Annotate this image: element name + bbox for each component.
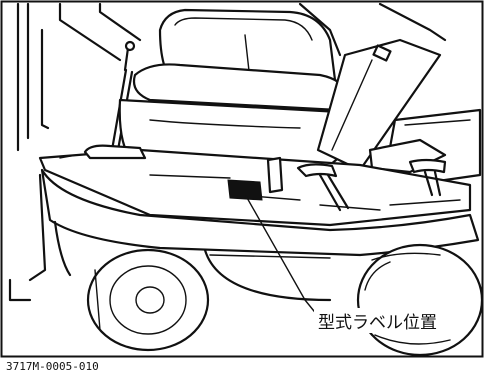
brake-pedal bbox=[266, 156, 350, 212]
front-wheel bbox=[86, 248, 210, 352]
cab-frame-left bbox=[8, 2, 50, 302]
lower-skirt bbox=[28, 173, 332, 302]
accelerator-pedal bbox=[408, 158, 447, 197]
label-position-marker bbox=[227, 179, 263, 201]
figure-code: 3717M-0005-010 bbox=[6, 360, 99, 373]
frame-border bbox=[0, 0, 484, 358]
leader-line bbox=[245, 195, 319, 317]
callout-label: 型式ラベル位置 bbox=[314, 308, 441, 333]
pedal-left bbox=[83, 144, 147, 160]
body-shell bbox=[40, 168, 480, 257]
rear-wheel bbox=[356, 243, 484, 357]
steering-column bbox=[316, 38, 442, 172]
roof-panel bbox=[58, 2, 447, 62]
seat bbox=[132, 8, 347, 112]
